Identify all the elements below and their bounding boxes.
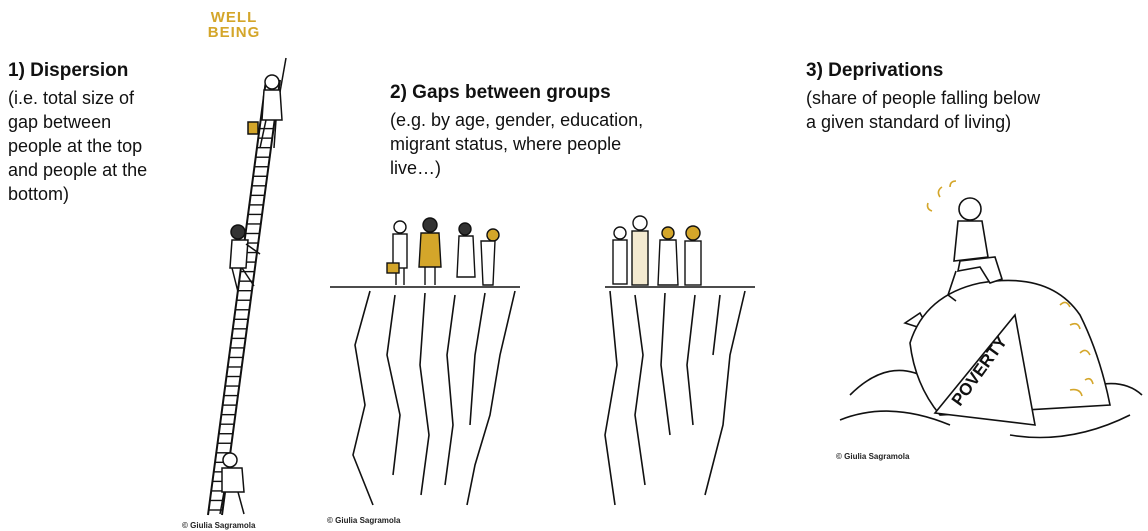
worry-marks-icon bbox=[926, 180, 1094, 397]
desc-line: gap between bbox=[8, 112, 112, 132]
panel-gaps: 2) Gaps between groups (e.g. by age, gen… bbox=[390, 82, 720, 180]
climber-middle-icon bbox=[229, 224, 261, 293]
group-right-people-icon bbox=[612, 215, 702, 286]
climber-top-icon bbox=[247, 57, 287, 149]
cliffs-illustration bbox=[330, 215, 755, 506]
poverty-rock-illustration: POVERTY bbox=[839, 180, 1143, 439]
desc-line: bottom) bbox=[8, 184, 70, 204]
heading-dispersion: 1) Dispersion bbox=[8, 60, 129, 81]
panel-dispersion: 1) Dispersion (i.e. total size of gap be… bbox=[8, 60, 198, 206]
desc-line: a given standard of living) bbox=[806, 112, 1012, 132]
heading-gaps: 2) Gaps between groups bbox=[390, 82, 611, 103]
sitting-man-icon bbox=[947, 197, 1004, 302]
well-being-banner: WELL BEING bbox=[194, 10, 274, 40]
description-dispersion: (i.e. total size of gap between people a… bbox=[8, 86, 198, 206]
group-left-people-icon bbox=[386, 217, 500, 286]
right-cliff-icon bbox=[604, 290, 746, 506]
credit-poverty: © Giulia Sagramola bbox=[836, 452, 910, 461]
banner-line: BEING bbox=[207, 24, 261, 41]
heading-deprivations: 3) Deprivations bbox=[806, 60, 944, 81]
description-gaps: (e.g. by age, gender, education, migrant… bbox=[390, 108, 720, 180]
climber-bottom-icon bbox=[219, 452, 245, 515]
description-deprivations: (share of people falling below a given s… bbox=[806, 86, 1126, 134]
ladder-icon bbox=[207, 79, 281, 516]
left-cliff-icon bbox=[352, 290, 516, 506]
desc-line: people at the top bbox=[8, 136, 143, 156]
panel-deprivations: 3) Deprivations (share of people falling… bbox=[806, 60, 1126, 134]
desc-line: (share of people falling below bbox=[806, 88, 1041, 108]
desc-line: (i.e. total size of bbox=[8, 88, 135, 108]
credit-cliffs: © Giulia Sagramola bbox=[327, 516, 401, 525]
water-icon bbox=[839, 369, 1143, 439]
desc-line: live…) bbox=[390, 158, 442, 178]
desc-line: (e.g. by age, gender, education, bbox=[390, 110, 644, 130]
desc-line: and people at the bbox=[8, 160, 148, 180]
ladder-illustration bbox=[207, 57, 287, 516]
credit-ladder: © Giulia Sagramola bbox=[182, 521, 256, 530]
banner-line: WELL bbox=[210, 9, 258, 26]
poverty-fin-icon bbox=[933, 313, 1036, 426]
desc-line: migrant status, where people bbox=[390, 134, 622, 154]
